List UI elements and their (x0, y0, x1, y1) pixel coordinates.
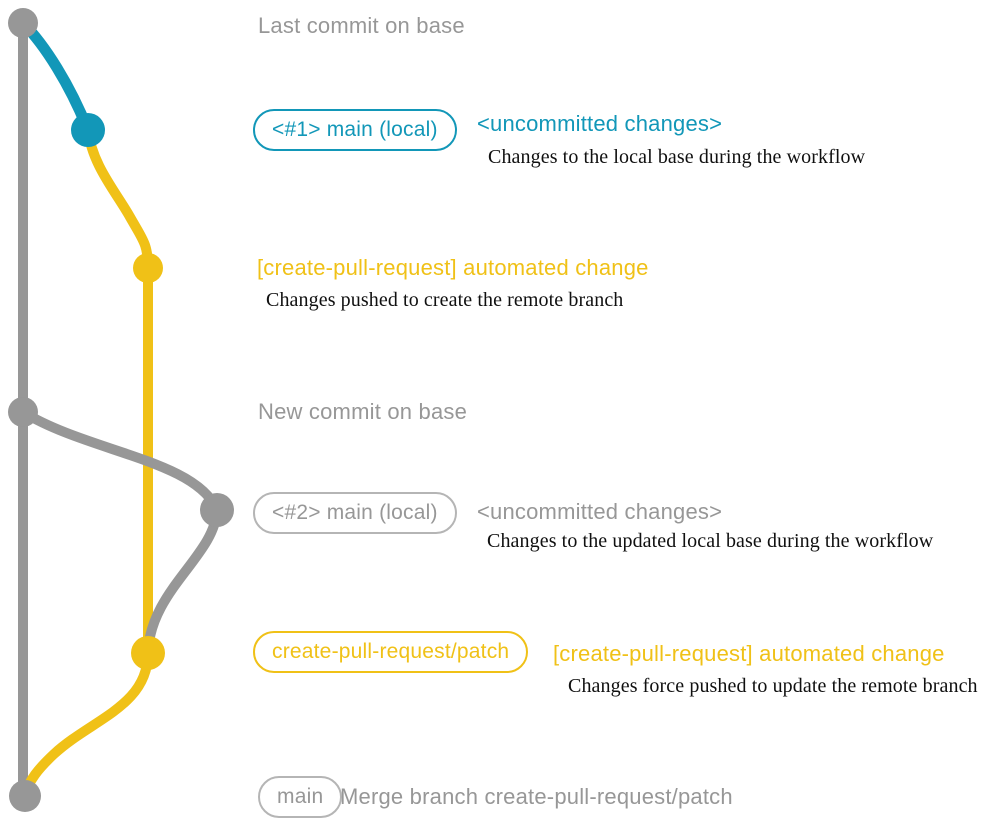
commit-dot-merge-commit (9, 780, 41, 812)
commit-title-automated-2: [create-pull-request] automated change (553, 641, 945, 666)
last-commit-label: Last commit on base (258, 13, 465, 38)
commit-caption-automated-2: Changes force pushed to update the remot… (568, 675, 978, 697)
branch-badge-main-local-1: <#1> main (local) (253, 109, 457, 151)
merge-commit-label: Merge branch create-pull-request/patch (340, 784, 733, 809)
commit-title-uncommitted-2: <uncommitted changes> (477, 499, 723, 524)
commit-caption-automated-1: Changes pushed to create the remote bran… (266, 289, 624, 311)
commit-caption-uncommitted-1: Changes to the local base during the wor… (488, 146, 866, 168)
branch-badge-patch: create-pull-request/patch (253, 631, 529, 673)
branch-badge-main-local-2: <#2> main (local) (253, 492, 457, 534)
local-main-2-branch-merge-curve (143, 505, 222, 658)
patch-branch-line (20, 125, 153, 801)
commit-title-uncommitted-1: <uncommitted changes> (477, 111, 723, 136)
commit-dot-automated-change-2 (131, 636, 165, 670)
local-main-branch-curve (17, 17, 94, 136)
local-main-2-branch-out-curve (18, 407, 222, 515)
commit-dot-uncommitted-changes-1 (71, 113, 105, 147)
branch-badge-main: main (258, 776, 343, 818)
commit-title-automated-1: [create-pull-request] automated change (257, 255, 649, 280)
commit-dot-uncommitted-changes-2 (200, 493, 234, 527)
commit-dot-last-commit-on-base (8, 8, 38, 38)
new-commit-label: New commit on base (258, 399, 468, 424)
commit-caption-uncommitted-2: Changes to the updated local base during… (487, 530, 934, 552)
commit-dot-automated-change-1 (133, 253, 163, 283)
commit-dot-new-commit-on-base (8, 397, 38, 427)
